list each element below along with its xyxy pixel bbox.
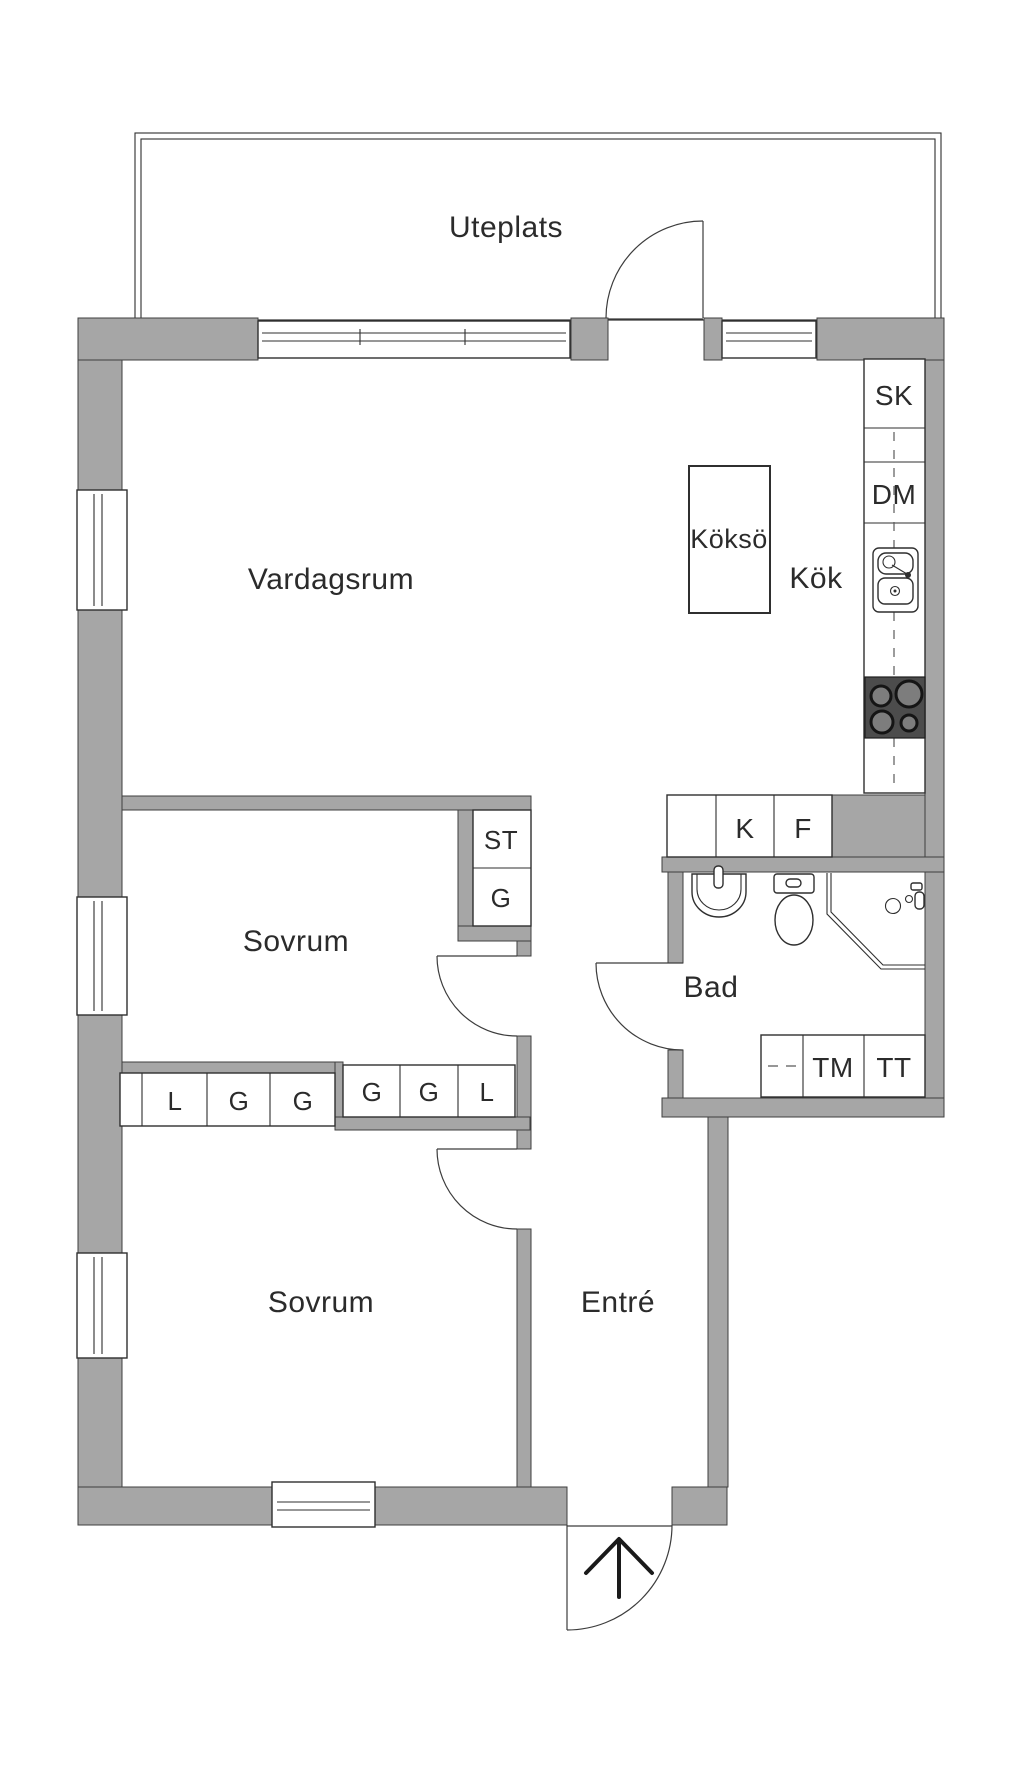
- wall-segment: [77, 1486, 273, 1526]
- wardrobe-label: L: [480, 1077, 495, 1107]
- wardrobe-label: G: [229, 1086, 250, 1116]
- shower-drain: [884, 897, 902, 915]
- stove-icon: [864, 676, 926, 739]
- closets: [119, 809, 532, 1127]
- wall-segment: [703, 317, 723, 361]
- toilet-icon: [773, 873, 815, 946]
- door-swing-arc: [566, 1524, 673, 1631]
- door-swing-arc: [436, 1148, 518, 1230]
- wall-segment: [707, 1116, 729, 1488]
- wall-segment: [924, 359, 945, 1118]
- room-label-uteplats: Uteplats: [449, 211, 563, 244]
- windows: [76, 320, 817, 1528]
- wardrobe-row-left: [119, 1072, 336, 1127]
- burner: [899, 713, 919, 733]
- toilet-button: [785, 878, 802, 888]
- wall-segment: [667, 871, 684, 964]
- window-top-left: [257, 320, 571, 359]
- cabinet-label-f: F: [794, 813, 812, 844]
- wall-segment: [121, 795, 532, 811]
- wardrobe-label: G: [362, 1077, 383, 1107]
- wall-segment: [457, 809, 474, 942]
- wardrobe-label: L: [168, 1086, 183, 1116]
- faucet-base: [882, 555, 896, 569]
- wardrobe-label: G: [293, 1086, 314, 1116]
- appliance-label-tm: TM: [812, 1052, 853, 1083]
- wall-segment: [457, 925, 532, 942]
- labels: Uteplats Vardagsrum Köksö Kök SK DM K F …: [168, 211, 917, 1319]
- faucet-head: [905, 572, 911, 578]
- wall-segment: [77, 1014, 123, 1254]
- wall-segment: [671, 1486, 728, 1526]
- cabinet-label-sk: SK: [875, 380, 913, 411]
- kitchen: [666, 358, 926, 858]
- room-label-vardagsrum: Vardagsrum: [248, 563, 414, 596]
- wall-segment: [77, 609, 123, 898]
- bathroom-sink-icon: [691, 865, 747, 918]
- uteplats-outline: [134, 132, 942, 321]
- wall-segment: [77, 317, 259, 361]
- room-label-entre: Entré: [581, 1286, 655, 1319]
- bathroom: [691, 865, 926, 1098]
- shower-icon: [826, 873, 925, 970]
- shower-glass-outer: [826, 873, 925, 970]
- drain-dot: [893, 589, 897, 593]
- faucet-arm: [891, 564, 908, 575]
- window-bottom: [271, 1481, 376, 1528]
- window-top-right: [721, 320, 817, 359]
- wall-segment: [661, 856, 945, 873]
- basin-faucet: [713, 865, 724, 889]
- wall-segment: [831, 794, 926, 858]
- burner: [869, 709, 895, 735]
- room-label-sovrum-upper: Sovrum: [243, 925, 349, 958]
- wall-segment: [334, 1116, 531, 1131]
- wall-segment: [77, 359, 123, 491]
- wall-segment: [516, 940, 532, 957]
- toilet-bowl: [774, 894, 814, 946]
- appliance-label-tt: TT: [876, 1052, 911, 1083]
- burner: [869, 684, 893, 708]
- kitchen-sink-icon: [872, 547, 919, 613]
- wall-segment: [77, 1357, 123, 1488]
- shower-knob: [904, 894, 914, 904]
- room-label-sovrum-lower: Sovrum: [268, 1286, 374, 1319]
- drain: [889, 585, 901, 597]
- door-swing-arc: [595, 962, 684, 1051]
- door-swing-arc: [436, 955, 518, 1037]
- wall-segment: [816, 317, 945, 361]
- cabinet-label-k: K: [735, 813, 754, 844]
- shower-mixer: [910, 882, 923, 891]
- basin-inner: [696, 873, 742, 911]
- wardrobe-row-right: [342, 1064, 516, 1118]
- entrance-arrow-icon: [584, 1537, 654, 1599]
- burner: [894, 679, 924, 709]
- room-label-kok: Kök: [789, 562, 843, 595]
- wardrobe-label: G: [419, 1077, 440, 1107]
- island-label-kokso: Köksö: [690, 524, 768, 554]
- wall-segment: [570, 317, 609, 361]
- sink-basin-top: [877, 552, 914, 575]
- wall-segment: [516, 1228, 532, 1488]
- wall-segment: [516, 1035, 532, 1150]
- wall-segment: [667, 1049, 684, 1099]
- wall-segment: [374, 1486, 568, 1526]
- arrow-head: [584, 1537, 654, 1575]
- uteplats-inner-border: [140, 138, 936, 321]
- doors: [436, 220, 704, 1631]
- door-swing-arc: [605, 220, 704, 319]
- cabinet-label-dm: DM: [872, 479, 917, 510]
- shower-handle: [914, 891, 925, 910]
- closet-label-st: ST: [484, 825, 518, 855]
- wall-segment: [661, 1097, 945, 1118]
- room-label-bad: Bad: [684, 971, 739, 1004]
- kitchen-island: [688, 465, 771, 614]
- closet-label-g: G: [491, 883, 512, 913]
- fridge-freezer-row: [666, 794, 833, 858]
- shower-glass-inner: [830, 873, 925, 966]
